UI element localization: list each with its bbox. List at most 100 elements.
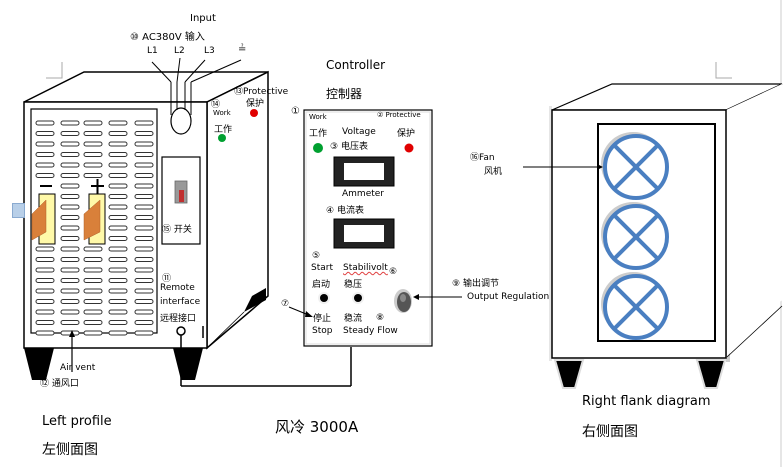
input-voltage: AC380V <box>142 32 182 43</box>
vent-slot <box>60 320 80 325</box>
work-led <box>313 143 323 153</box>
power-switch-lever <box>179 190 184 202</box>
line-label-l1: L1 <box>147 46 158 56</box>
vent-slot <box>108 225 128 231</box>
start-label-en: Start <box>311 263 333 273</box>
right-unit-left-foot <box>553 359 585 389</box>
right-unit-right-foot <box>695 359 727 389</box>
fans <box>601 132 669 340</box>
vent-slot <box>60 120 80 126</box>
vent-slot <box>108 204 128 210</box>
input-title-cn: 输入 <box>184 32 205 43</box>
protective-led <box>404 143 414 153</box>
start-stop-button[interactable] <box>320 294 328 302</box>
vent-slot <box>60 194 80 199</box>
fan-label-cn: 风机 <box>484 167 503 177</box>
output-regulation-label-en: Output Regulation <box>467 292 550 302</box>
rear-foot <box>244 288 266 312</box>
switch-box <box>161 156 201 245</box>
vent-slot <box>108 320 128 325</box>
vent-slot <box>60 288 80 294</box>
start-label-cn: 启动 <box>312 280 331 290</box>
vent-slot <box>35 288 55 294</box>
work-label-cn-left: 工作 <box>214 125 233 135</box>
vent-slot <box>60 225 80 231</box>
work-label-left: Work <box>213 109 231 117</box>
vent-slot <box>108 246 128 252</box>
vent-slot <box>108 278 128 283</box>
stabilivolt-steady-flow-button[interactable] <box>354 294 362 302</box>
vent-slot <box>83 267 103 273</box>
vent-slot <box>60 131 80 136</box>
vent-slot <box>108 309 128 315</box>
remote-number: ⑪ <box>162 274 172 284</box>
vent-slot <box>134 225 154 231</box>
voltmeter-display <box>344 163 384 180</box>
vent-slot <box>83 152 103 157</box>
ammeter-label-en: Ammeter <box>342 189 384 199</box>
ammeter-label: ④ 电流表 <box>326 206 364 216</box>
vent-slots <box>35 120 154 336</box>
vent-slot <box>108 215 128 220</box>
arrow-head <box>69 330 75 337</box>
vent-slot <box>134 236 154 241</box>
page-corner-mark <box>46 62 63 79</box>
stop-label-cn: 停止 <box>313 314 332 324</box>
remote-label-en-2: interface <box>160 297 201 307</box>
stabilivolt-label-en: Stabilivolt <box>343 263 388 273</box>
stabilivolt-number: ⑥ <box>389 267 398 277</box>
left-caption-cn: 左侧面图 <box>42 442 98 458</box>
vent-slot <box>83 330 103 336</box>
vent-slot <box>83 320 103 325</box>
line-label-l3: L3 <box>204 46 215 56</box>
vent-slot <box>83 299 103 304</box>
right-unit <box>523 83 783 389</box>
remote-label-en-1: Remote <box>160 283 195 293</box>
vent-slot <box>60 257 80 262</box>
vent-slot <box>134 288 154 294</box>
vent-slot <box>35 162 55 168</box>
vent-slot <box>108 141 128 147</box>
right-caption-cn: 右侧面图 <box>582 424 638 440</box>
wire-l3-lead <box>184 59 206 83</box>
stabilivolt-label-cn: 稳压 <box>344 280 363 290</box>
left-caption-en: Left profile <box>42 414 112 429</box>
output-regulation-label-cn: ⑨ 输出调节 <box>452 279 499 289</box>
air-vent-label: ⑫ 通风口 <box>40 379 79 389</box>
vent-slot <box>60 152 80 157</box>
vent-slot <box>134 299 154 304</box>
cable-entry <box>170 107 192 135</box>
vent-slot <box>35 330 55 336</box>
vent-slot <box>35 131 55 136</box>
input-title-en: Input <box>190 13 216 24</box>
vent-slot <box>83 288 103 294</box>
controller-title-cn: 控制器 <box>326 87 363 101</box>
vent-slot <box>35 152 55 157</box>
vent-slot <box>83 173 103 178</box>
vent-slot <box>83 162 103 168</box>
vent-slot <box>134 320 154 325</box>
vent-slot <box>134 278 154 283</box>
stop-number: ⑦ <box>281 299 290 309</box>
remote-interface-port[interactable] <box>176 326 186 336</box>
model-label: 风冷 3000A <box>275 418 359 436</box>
controller-title-en: Controller <box>326 58 386 72</box>
protective-led-left <box>250 109 258 117</box>
vent-slot <box>60 330 80 336</box>
steady-flow-label-cn: 稳流 <box>344 314 363 324</box>
document-icon[interactable] <box>12 203 25 218</box>
line-label-l2: L2 <box>174 46 185 56</box>
wire-ground-lead <box>190 59 242 83</box>
controller-work-label: Work <box>309 113 327 121</box>
vent-slot <box>134 141 154 147</box>
vent-slot <box>60 278 80 283</box>
fan-blade <box>612 283 660 331</box>
left-foot <box>24 348 54 380</box>
vent-slot <box>83 141 103 147</box>
vent-slot <box>83 278 103 283</box>
vent-slot <box>83 309 103 315</box>
vent-slot <box>60 236 80 241</box>
wire-l1-lead <box>151 61 172 83</box>
vent-slot <box>108 194 128 199</box>
input-number: ⑩ <box>130 32 139 43</box>
